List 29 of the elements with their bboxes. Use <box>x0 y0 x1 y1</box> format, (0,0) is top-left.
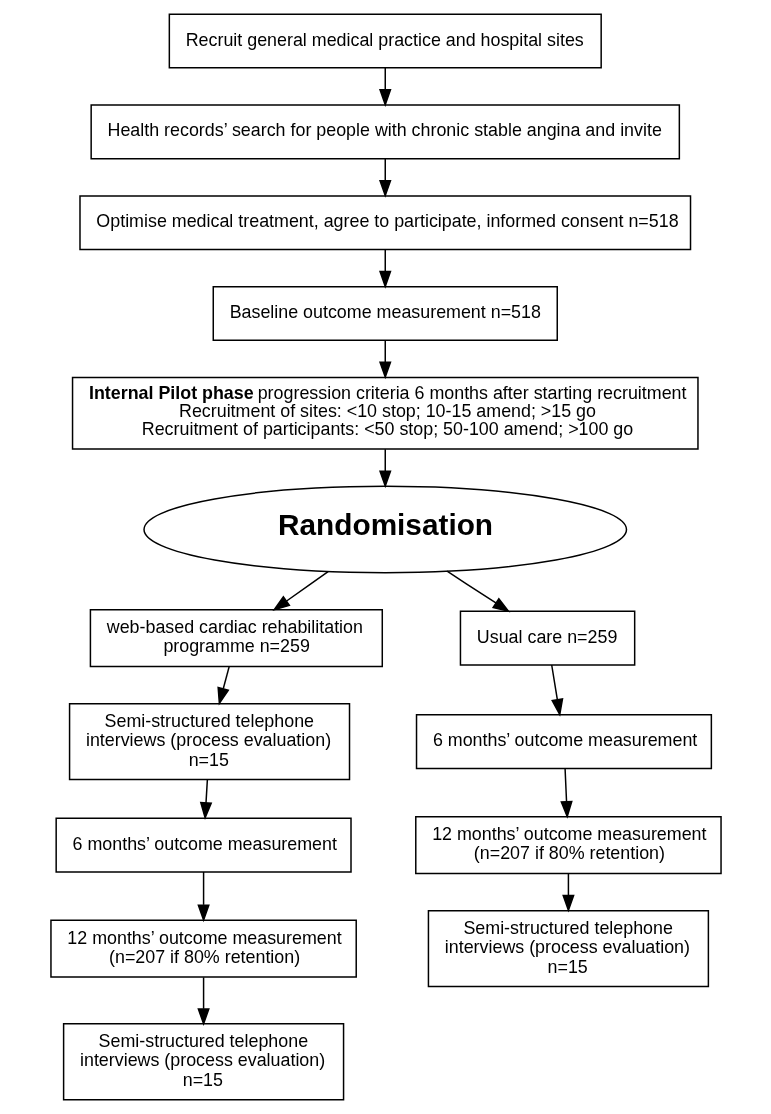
arrow <box>378 448 391 489</box>
node-box: 6 months’ outcome measurement <box>54 817 352 873</box>
node-box: Internal Pilot phase progression criteria 6 months after starting recruitment Recruitment of sites: <10 stop; 10-15 amend; >15 go Recruitment of participants: <50 stop; 50-100 amend; >100 go <box>71 376 699 450</box>
arrow <box>199 779 212 821</box>
arrow <box>196 976 210 1027</box>
arrow <box>378 248 391 289</box>
node-box: Health records’ search for people with chronic stable angina and invite <box>89 104 680 160</box>
node-box: 12 months’ outcome measurement (n=207 if 80% retention) <box>49 919 357 978</box>
arrow <box>559 767 573 819</box>
arrow <box>378 67 391 107</box>
node-box: 12 months’ outcome measurement (n=207 if 80% retention) <box>414 816 722 875</box>
arrow <box>550 664 563 717</box>
node-box: Semi-structured telephone interviews (process evaluation) n=15 <box>68 702 350 781</box>
node-ellipse: Randomisation <box>142 485 627 574</box>
node-box: Recruit general medical practice and hospital sites <box>168 13 602 69</box>
arrow <box>445 570 510 613</box>
node-box: Baseline outcome measurement n=518 <box>212 286 558 342</box>
node-box: Semi-structured telephone interviews (process evaluation) n=15 <box>427 909 709 988</box>
arrow <box>378 339 391 380</box>
arrow <box>378 158 391 198</box>
node-box: Usual care n=259 <box>459 610 635 666</box>
arrow <box>561 872 575 913</box>
arrow <box>271 570 329 612</box>
arrow <box>216 665 230 706</box>
node-box: Semi-structured telephone interviews (process evaluation) n=15 <box>62 1023 344 1101</box>
arrow <box>196 871 210 923</box>
node-box: web-based cardiac rehabilitation programme n=259 <box>89 609 383 668</box>
node-box: Optimise medical treatment, agree to participate, informed consent n=518 <box>78 195 691 251</box>
node-box: 6 months’ outcome measurement <box>415 714 712 770</box>
